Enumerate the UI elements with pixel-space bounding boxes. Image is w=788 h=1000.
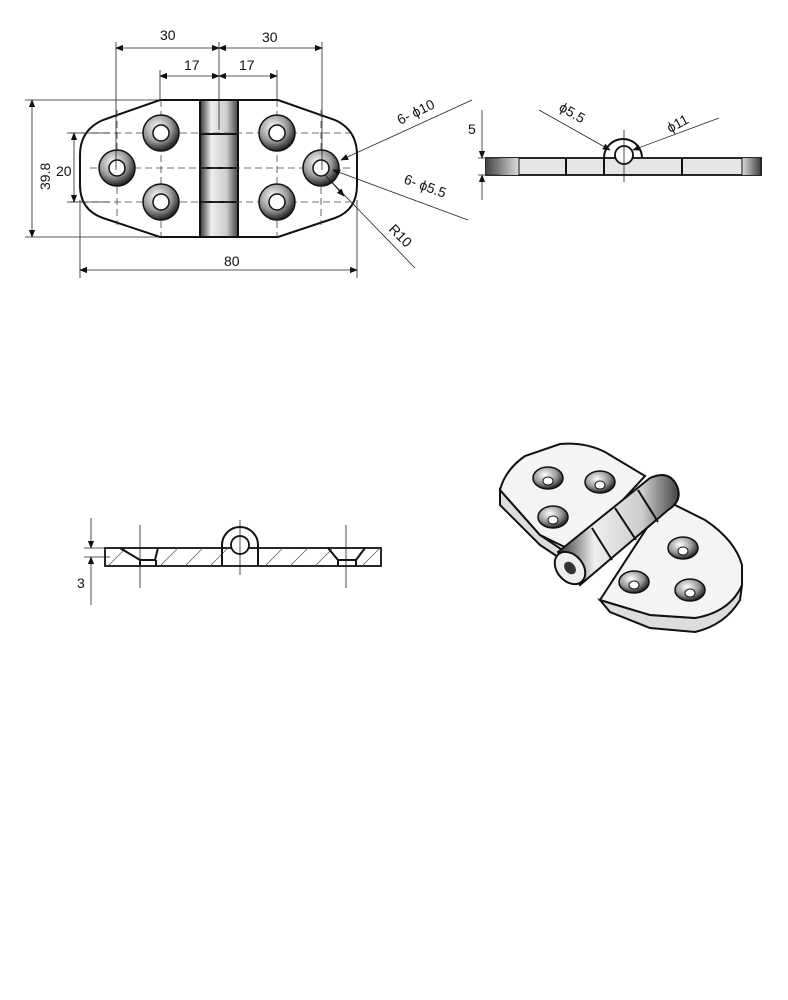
section-view: 3 [77, 518, 382, 605]
iso-knuckle [553, 474, 680, 587]
plate-outline [79, 99, 358, 238]
dim-plate: 3 [77, 575, 85, 591]
top-view: 30 30 17 17 39.8 20 80 6- ϕ10 6- ϕ5.5 R1… [25, 27, 473, 278]
countersunk-holes [98, 114, 340, 221]
dim-height: 39.8 [37, 163, 53, 190]
dim-outer-left: 30 [160, 27, 176, 43]
dim-inner-right: 17 [239, 57, 255, 73]
callout-knuckle: ϕ11 [664, 111, 691, 136]
dim-hole-spacing: 20 [56, 163, 72, 179]
dim-outer-right: 30 [262, 29, 278, 45]
dim-length: 80 [224, 253, 240, 269]
isometric-view [498, 442, 743, 634]
iso-holes [532, 466, 706, 602]
side-view: 5 ϕ5.5 ϕ11 [468, 99, 762, 200]
callout-radius: R10 [386, 221, 416, 251]
callout-countersink: 6- ϕ10 [394, 96, 437, 128]
dim-thickness: 5 [468, 121, 476, 137]
dim-inner-left: 17 [184, 57, 200, 73]
callout-hole: 6- ϕ5.5 [402, 171, 449, 201]
